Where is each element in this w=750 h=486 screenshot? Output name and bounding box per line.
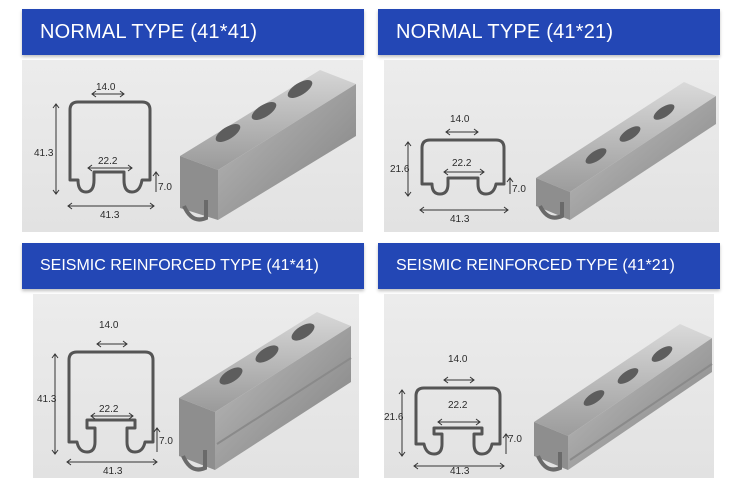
channel-3d-illustration bbox=[180, 70, 356, 222]
channel-3d-illustration bbox=[534, 324, 713, 472]
channel-3d-illustration bbox=[536, 82, 716, 220]
dim-height: 21.6 bbox=[390, 164, 410, 175]
dim-height: 41.3 bbox=[34, 148, 54, 159]
dim-height: 41.3 bbox=[37, 394, 57, 405]
channel-3d-illustration bbox=[179, 312, 352, 472]
product-panel-normal-41x41: 14.0 41.3 22.2 7.0 41.3 bbox=[22, 60, 363, 232]
dim-lip: 7.0 bbox=[158, 182, 172, 193]
banner-title: SEISMIC REINFORCED TYPE (41*21) bbox=[396, 257, 675, 274]
banner-title: NORMAL TYPE (41*21) bbox=[396, 20, 614, 43]
dim-top-width: 14.0 bbox=[448, 354, 468, 365]
dim-top-width: 14.0 bbox=[99, 320, 119, 331]
banner-title: NORMAL TYPE (41*41) bbox=[40, 20, 258, 43]
dim-lip: 7.0 bbox=[159, 436, 173, 447]
product-panel-normal-41x21: 14.0 21.6 22.2 7.0 41.3 bbox=[384, 60, 719, 232]
dim-inner-width: 22.2 bbox=[448, 400, 468, 411]
banner-title: SEISMIC REINFORCED TYPE (41*41) bbox=[40, 257, 319, 274]
dim-height: 21.6 bbox=[384, 412, 404, 423]
dim-top-width: 14.0 bbox=[96, 82, 116, 93]
section-banner-seismic-41x41: SEISMIC REINFORCED TYPE (41*41) bbox=[22, 243, 364, 289]
profile-diagram-normal-41x21: 14.0 21.6 22.2 7.0 41.3 bbox=[390, 82, 716, 225]
section-banner-normal-41x21: NORMAL TYPE (41*21) bbox=[378, 9, 720, 55]
dim-top-width: 14.0 bbox=[450, 114, 470, 125]
profile-diagram-normal-41x41: 14.0 41.3 22.2 7.0 41.3 bbox=[34, 70, 356, 222]
dim-lip: 7.0 bbox=[512, 184, 526, 195]
profile-diagram-seismic-41x41: 14.0 41.3 22.2 7.0 41.3 bbox=[37, 312, 352, 477]
product-panel-seismic-41x41: 14.0 41.3 22.2 7.0 41.3 bbox=[33, 294, 359, 478]
section-banner-normal-41x41: NORMAL TYPE (41*41) bbox=[22, 9, 364, 55]
section-banner-seismic-41x21: SEISMIC REINFORCED TYPE (41*21) bbox=[378, 243, 720, 289]
dim-inner-width: 22.2 bbox=[99, 404, 119, 415]
profile-diagram-seismic-41x21: 14.0 21.6 22.2 7.0 41.3 bbox=[384, 324, 713, 477]
product-panel-seismic-41x21: 14.0 21.6 22.2 7.0 41.3 bbox=[384, 294, 714, 478]
dim-inner-width: 22.2 bbox=[98, 156, 118, 167]
dim-inner-width: 22.2 bbox=[452, 158, 472, 169]
dim-overall-width: 41.3 bbox=[450, 466, 470, 477]
dim-overall-width: 41.3 bbox=[100, 210, 120, 221]
dim-overall-width: 41.3 bbox=[450, 214, 470, 225]
dim-overall-width: 41.3 bbox=[103, 466, 123, 477]
dim-lip: 7.0 bbox=[508, 434, 522, 445]
